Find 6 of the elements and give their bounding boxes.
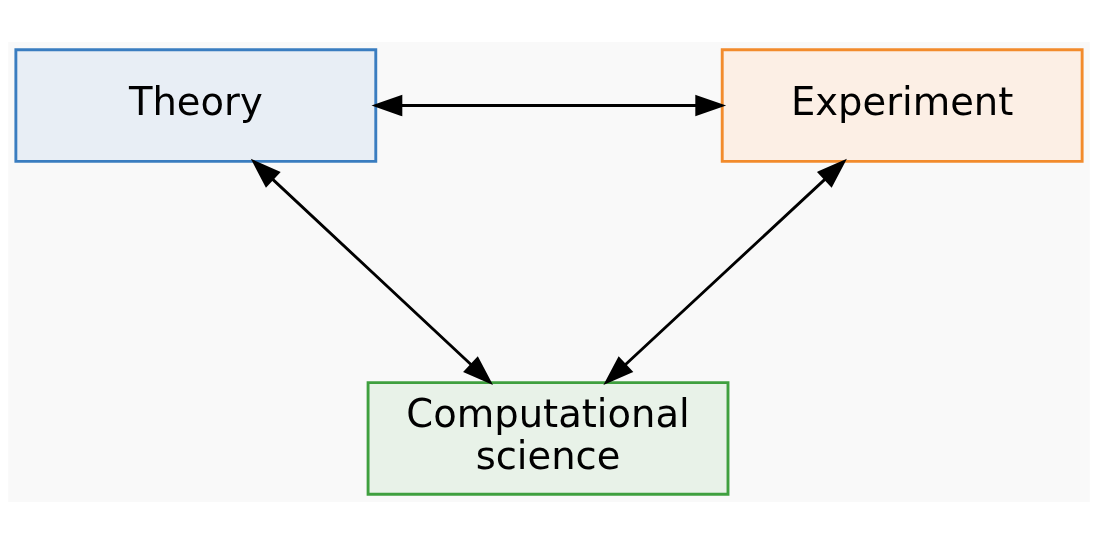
node-box: Experiment [720,48,1084,163]
arrow [603,158,847,386]
arrow [250,158,493,386]
node-box: Computational science [366,381,730,496]
arrow [371,94,727,117]
node-box: Theory [14,48,378,163]
